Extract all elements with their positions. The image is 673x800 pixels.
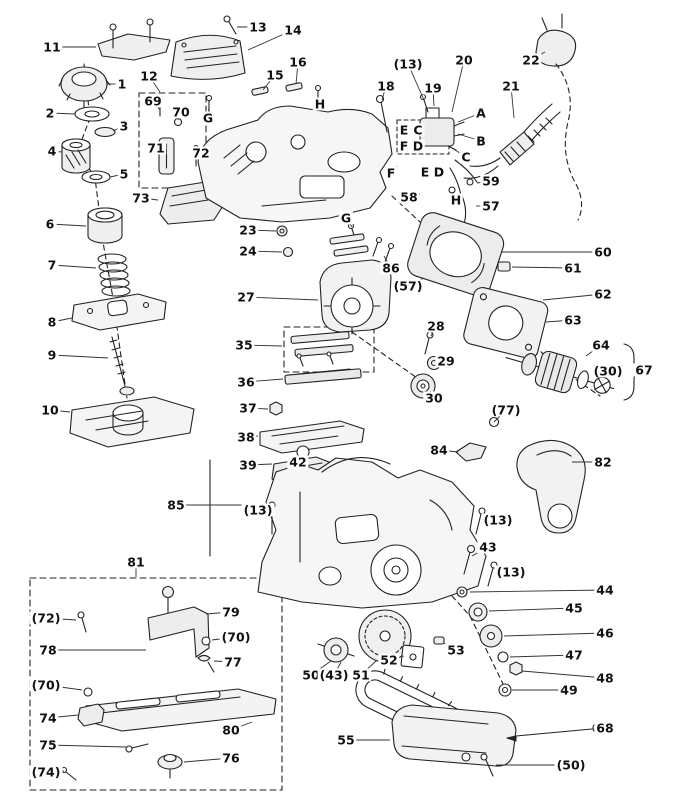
part-nut-37 — [269, 401, 283, 416]
part-screw-50p — [480, 753, 494, 777]
part-screw-74p — [60, 766, 77, 781]
part-cable-21 — [463, 103, 561, 179]
part-screws-69-72 — [156, 98, 200, 175]
part-blade-36 — [284, 368, 362, 385]
part-spring-7 — [97, 253, 131, 297]
part-bearing-50 — [317, 637, 355, 663]
part-blade-clamp-35 — [290, 331, 354, 367]
part-knob-1 — [58, 66, 111, 108]
part-upper-housing — [197, 105, 393, 223]
part-pad-52 — [400, 644, 425, 669]
part-deflector-82 — [516, 439, 586, 534]
part-screw-75 — [125, 743, 149, 753]
part-wires-57-59 — [448, 159, 478, 225]
part-main-body — [209, 457, 487, 609]
part-hardware-44-49 — [456, 586, 523, 697]
part-knob-76 — [157, 753, 183, 779]
part-disc-3 — [94, 126, 116, 138]
part-fence-bracket-78-79 — [77, 585, 215, 673]
part-washer-5 — [81, 170, 111, 184]
group-box-81 — [29, 577, 283, 791]
group-box-wiring — [396, 119, 450, 155]
part-field-60 — [407, 212, 505, 297]
part-plug-22 — [535, 13, 583, 221]
part-washer-77 — [488, 416, 500, 428]
part-belt-cover-55 — [391, 704, 517, 767]
part-fence-rail-80 — [85, 688, 277, 732]
part-bushing-4 — [61, 138, 91, 174]
part-cylinder-6 — [87, 207, 123, 244]
part-bracket-11 — [97, 18, 171, 61]
part-threaded-rod-9 — [109, 336, 135, 396]
part-switch-19 — [419, 93, 465, 151]
part-key-53 — [433, 636, 445, 645]
part-clip-84 — [455, 442, 487, 462]
part-washer-2 — [74, 106, 110, 122]
part-sole-38 — [259, 420, 365, 454]
part-fan-housing-27 — [319, 259, 392, 335]
part-bearing-plate-62-63 — [463, 286, 549, 359]
part-grille-14 — [170, 34, 246, 80]
part-armature-64 — [505, 350, 615, 394]
part-base-10 — [69, 396, 195, 448]
part-fence-clamp-74 — [77, 687, 105, 727]
brace-67 — [623, 343, 642, 401]
part-rod-68 — [506, 722, 604, 742]
part-plate-8 — [71, 293, 167, 331]
part-clip-61 — [497, 261, 511, 272]
part-pulley-51 — [358, 609, 412, 663]
part-bearings-23-24 — [276, 222, 395, 263]
part-pulley-28-30 — [410, 331, 442, 399]
